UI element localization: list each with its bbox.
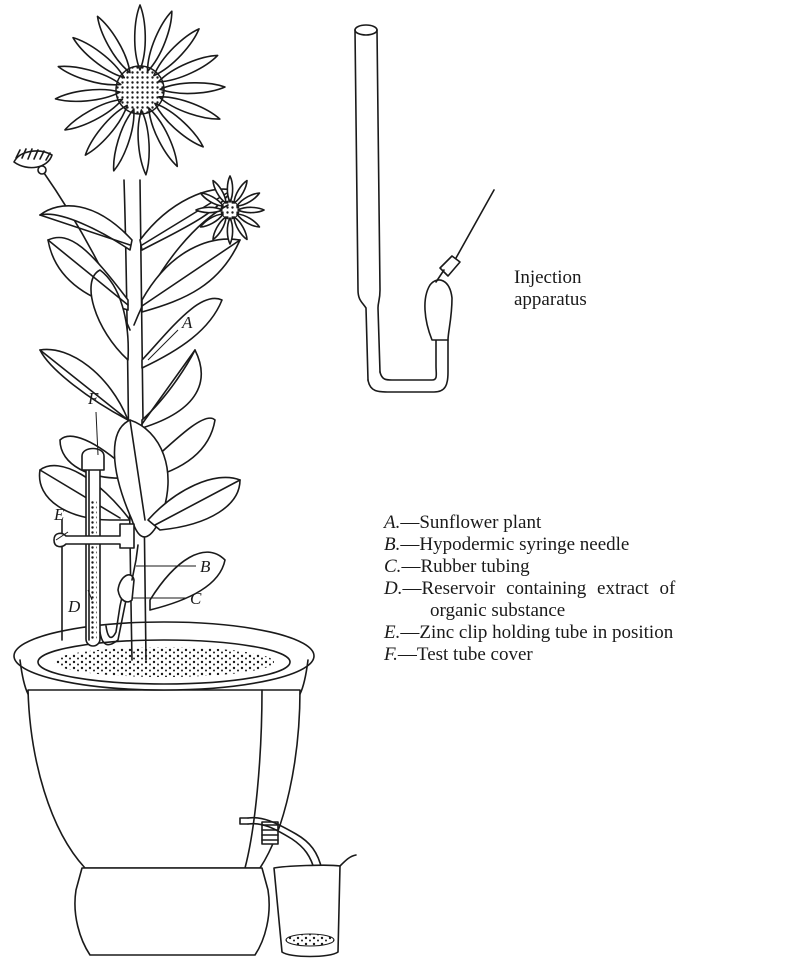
sunflower-leaves — [40, 189, 240, 610]
legend-key: F. — [384, 644, 398, 665]
callout-d: D — [67, 597, 81, 616]
injection-label-line-2: apparatus — [514, 289, 644, 311]
legend-text: —Rubber tubing — [401, 556, 529, 577]
legend-key: C. — [384, 556, 401, 577]
legend-key: D. — [384, 578, 402, 599]
callout-e: E — [53, 505, 65, 524]
legend-text: —Test tube cover — [398, 644, 533, 665]
injection-apparatus-label: Injection apparatus — [514, 267, 644, 311]
legend-text: —Hypodermic syringe needle — [400, 534, 629, 555]
seed-disc — [116, 66, 164, 114]
legend-item-c: C.—Rubber tubing — [384, 556, 789, 578]
legend-item-a: A.—Sunflower plant — [384, 512, 789, 534]
legend-key: E. — [384, 622, 400, 643]
sunflower-main-head — [55, 5, 225, 175]
soil — [54, 647, 274, 677]
legend: A.—Sunflower plant B.—Hypodermic syringe… — [384, 512, 789, 666]
callout-b: B — [200, 557, 211, 576]
test-tube-cover — [82, 449, 104, 471]
callout-a: A — [181, 313, 193, 332]
legend-key: A. — [384, 512, 400, 533]
legend-key: B. — [384, 534, 400, 555]
legend-text-continuation: organic substance — [384, 600, 789, 622]
sunflower-side-head-left — [14, 149, 52, 174]
legend-text: —Reservoir containing extract of — [402, 578, 675, 599]
legend-text: —Zinc clip holding tube in position — [400, 622, 673, 643]
flower-pot — [14, 622, 314, 955]
legend-item-f: F.—Test tube cover — [384, 644, 789, 666]
sunflower-side-head-right — [196, 176, 264, 244]
injection-label-line-1: Injection — [514, 267, 644, 289]
legend-item-b: B.—Hypodermic syringe needle — [384, 534, 789, 556]
legend-text: —Sunflower plant — [400, 512, 541, 533]
callout-c: C — [190, 589, 202, 608]
injection-apparatus — [355, 25, 494, 392]
syringe-bulb — [425, 280, 452, 340]
callout-f: F — [87, 389, 99, 408]
legend-item-d: D.—Reservoir containing extract of organ… — [384, 578, 789, 622]
legend-item-e: E.—Zinc clip holding tube in position — [384, 622, 789, 644]
